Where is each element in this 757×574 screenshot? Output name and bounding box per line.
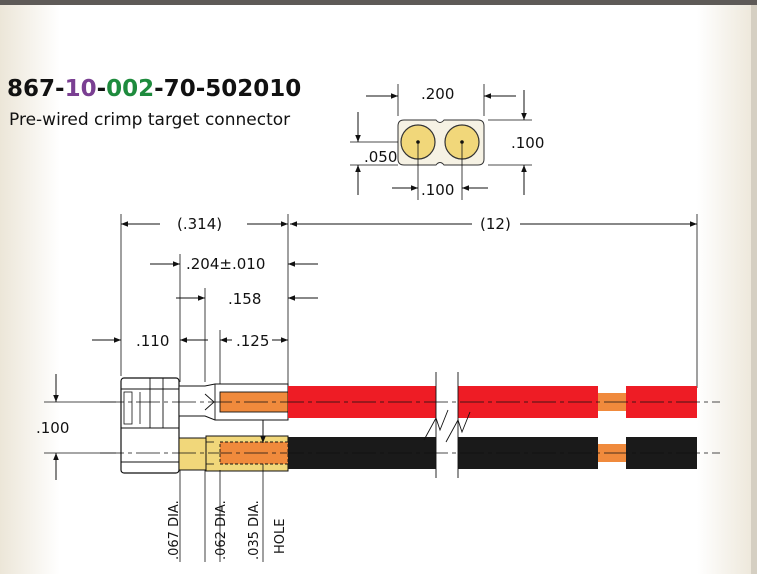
dim-overall-length: (.314) <box>177 215 222 233</box>
dim-length-158: .158 <box>228 290 261 308</box>
dim-crimp-length: .204±.010 <box>186 255 265 273</box>
dim-top-pitch: .100 <box>421 181 454 199</box>
label-dia-067: .067 DIA. <box>167 500 182 560</box>
part-subtitle: Pre-wired crimp target connector <box>9 110 291 130</box>
label-dia-062: .062 DIA. <box>214 500 229 560</box>
connector-housing <box>120 377 180 474</box>
part-number-prefix: 867- <box>7 76 65 102</box>
label-dia-035: .035 DIA. <box>247 500 262 560</box>
wire-break <box>423 372 471 478</box>
right-edge-bar <box>751 5 757 574</box>
part-number-positions: 002 <box>106 76 155 102</box>
top-bar <box>0 0 757 5</box>
dim-top-height: .100 <box>511 134 544 152</box>
part-number-dash: - <box>96 76 107 102</box>
side-view: (.314) (12) .204±.010 .158 .110 .125 <box>36 214 720 562</box>
dim-top-width: .200 <box>421 85 454 103</box>
label-hole: HOLE <box>273 519 288 554</box>
dim-length-125: .125 <box>236 332 269 350</box>
top-view: .200 .100 .050 .100 <box>350 84 544 200</box>
dim-side-pitch: .100 <box>36 419 69 437</box>
dim-length-110: .110 <box>136 332 169 350</box>
part-number-series: 10 <box>64 76 97 102</box>
part-number-suffix: -70-502010 <box>154 76 302 102</box>
dim-top-left-height: .050 <box>364 148 397 166</box>
dim-wire-length: (12) <box>480 215 511 233</box>
lower-contact <box>178 435 289 472</box>
part-number-title: 867-10-002-70-502010 <box>7 76 301 102</box>
